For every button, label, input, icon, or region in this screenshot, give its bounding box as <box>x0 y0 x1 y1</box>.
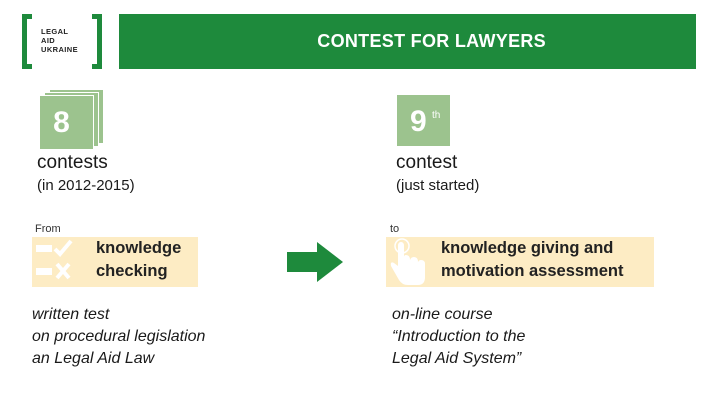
contests-period: (in 2012-2015) <box>37 177 135 194</box>
left-description: written test on procedural legislation a… <box>32 306 206 367</box>
knowledge-checking-box <box>32 237 198 287</box>
knowledge-giving-box <box>386 237 654 287</box>
header-band <box>119 14 696 69</box>
checklist-icon <box>36 239 73 280</box>
stack-card-front <box>39 95 94 150</box>
contests-count: 8 <box>53 106 70 139</box>
logo-right-bracket <box>92 14 102 69</box>
from-label: From <box>35 223 61 235</box>
current-contest-number: 9 <box>410 105 427 138</box>
contest-label: contest <box>396 152 458 173</box>
hand-pointer-icon <box>390 238 425 285</box>
arrow-right-icon <box>287 242 343 282</box>
contests-label: contests <box>37 152 108 173</box>
current-contest-card <box>396 94 451 147</box>
to-label: to <box>390 223 400 235</box>
current-contest-suffix: th <box>432 110 441 121</box>
right-description: on-line course “Introduction to the Lega… <box>392 306 526 367</box>
knowledge-checking-text: knowledge checking <box>96 239 182 280</box>
logo-text: LEGAL AID UKRAINE <box>41 27 78 54</box>
logo-left-bracket <box>22 14 32 69</box>
legal-aid-ukraine-logo: LEGAL AID UKRAINE <box>22 14 102 69</box>
contest-status: (just started) <box>396 177 480 194</box>
knowledge-giving-text: knowledge giving and motivation assessme… <box>441 239 624 280</box>
page-title: CONTEST FOR LAWYERS <box>317 31 546 51</box>
